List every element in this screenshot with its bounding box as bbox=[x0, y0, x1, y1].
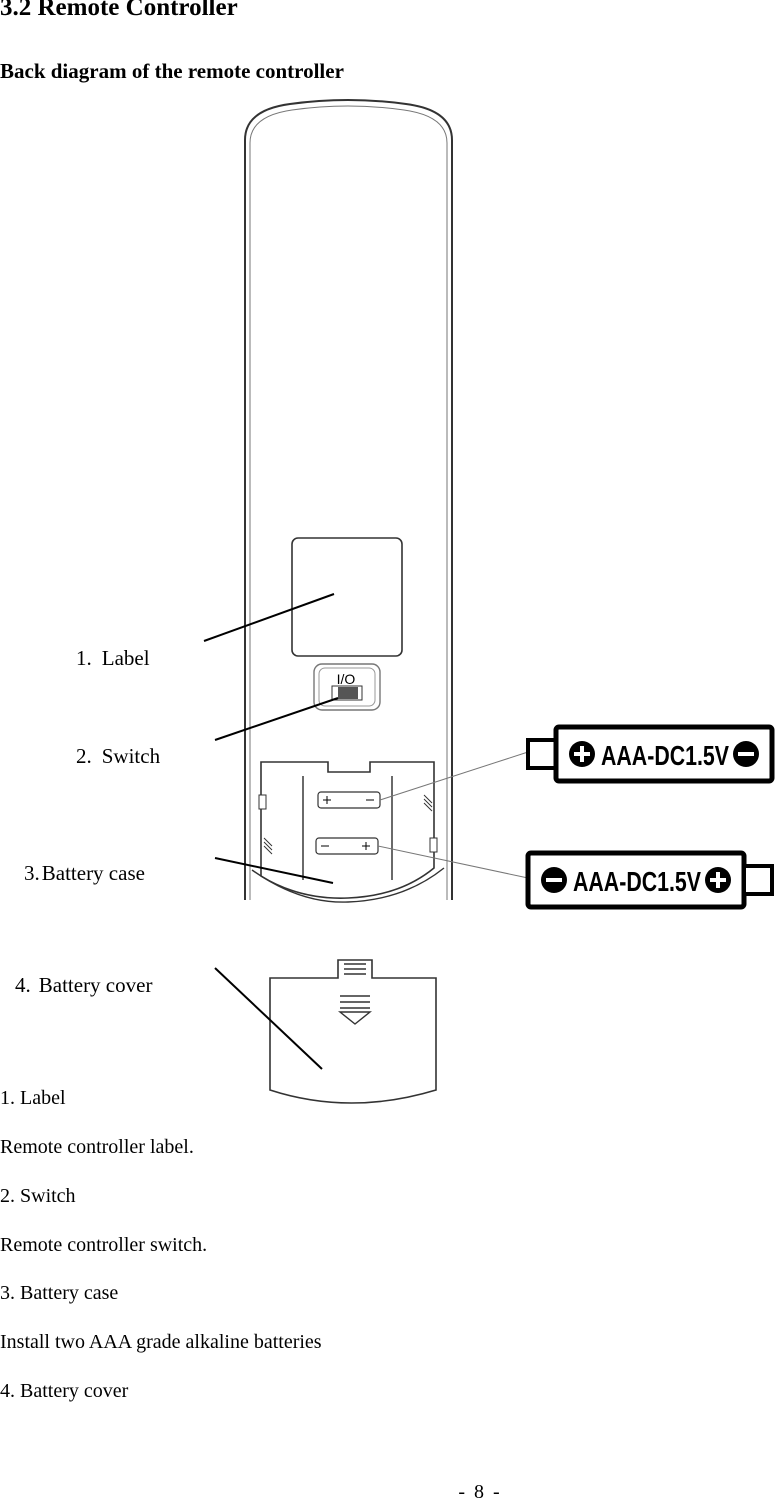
battery-cover bbox=[269, 959, 437, 1104]
battery-slot-2 bbox=[315, 837, 379, 855]
svg-text:4.Battery cover: 4. Battery cover bbox=[15, 973, 152, 997]
callout-label-text: Label bbox=[102, 646, 150, 670]
battery-badge-bottom: AAA-DC1.5V bbox=[525, 850, 774, 910]
callout-line-battery-cover bbox=[214, 967, 323, 1070]
battery-slot-1 bbox=[317, 791, 381, 809]
callout-line-switch bbox=[214, 697, 339, 741]
section-title: 3.2 Remote Controller bbox=[0, 0, 238, 21]
callout-line-label bbox=[203, 593, 335, 642]
desc-label-text: Remote controller label. bbox=[0, 1136, 194, 1158]
remote-body-inner-line bbox=[249, 105, 448, 900]
callout-label-number: 1. bbox=[76, 646, 92, 670]
callout-battery-cover-number: 4. bbox=[15, 973, 31, 997]
arrow-down-icon bbox=[338, 1011, 372, 1025]
remote-body bbox=[244, 99, 453, 900]
battery-badge-bottom-text: AAA-DC1.5V bbox=[573, 866, 701, 897]
callout-line-battery-case bbox=[214, 857, 334, 884]
label-area bbox=[291, 537, 403, 657]
battery-badge-top: AAA-DC1.5V bbox=[526, 724, 775, 784]
page-number: - 8 - bbox=[458, 1481, 502, 1503]
desc-battery-case-text: Install two AAA grade alkaline batteries bbox=[0, 1331, 322, 1353]
callout-battery-case-text: Battery case bbox=[42, 861, 145, 885]
svg-text:2.Switch: 2. Switch bbox=[76, 744, 161, 768]
desc-battery-case-heading: 3. Battery case bbox=[0, 1282, 119, 1304]
desc-switch-heading: 2. Switch bbox=[0, 1185, 76, 1207]
svg-text:1.Label: 1. Label bbox=[76, 646, 150, 670]
desc-label-heading: 1. Label bbox=[0, 1087, 66, 1109]
battery-case bbox=[260, 761, 435, 899]
callout-battery-case-number: 3. bbox=[24, 861, 40, 885]
callout-battery-cover-text: Battery cover bbox=[39, 973, 153, 997]
callout-switch-number: 2. bbox=[76, 744, 92, 768]
desc-switch-text: Remote controller switch. bbox=[0, 1234, 208, 1256]
diagram-title: Back diagram of the remote controller bbox=[0, 59, 344, 83]
switch-marking: I/O bbox=[337, 671, 356, 687]
svg-text:3.Battery case: 3.Battery case bbox=[24, 861, 145, 885]
desc-battery-cover-heading: 4. Battery cover bbox=[0, 1380, 129, 1402]
remote-back-diagram: I/O AAA-DC1.5V AAA-DC bbox=[15, 99, 775, 1104]
callout-switch-text: Switch bbox=[102, 744, 161, 768]
battery-badge-top-text: AAA-DC1.5V bbox=[601, 740, 729, 771]
